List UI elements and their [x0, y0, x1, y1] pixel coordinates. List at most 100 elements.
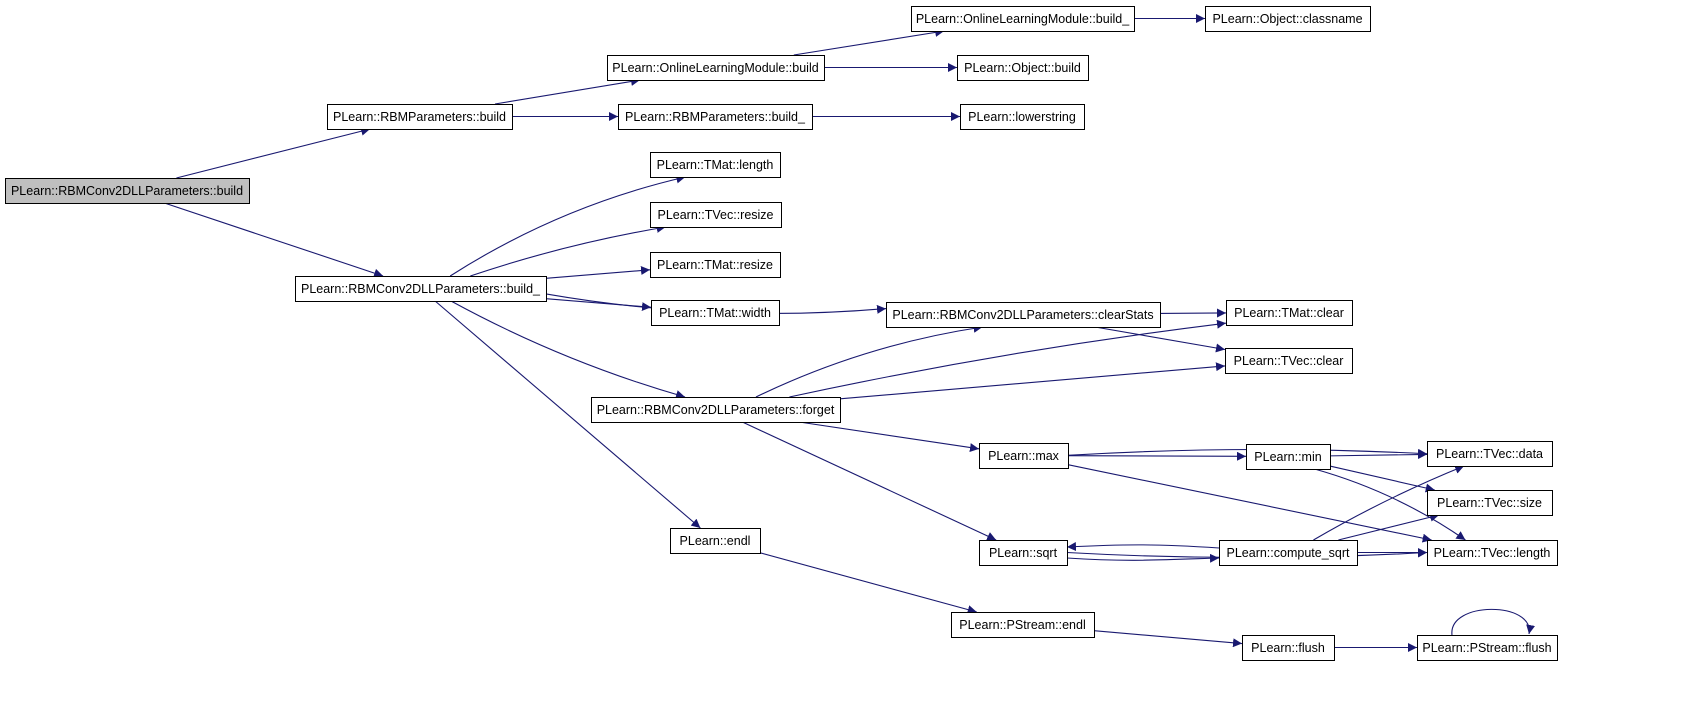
node-forget[interactable]: PLearn::RBMConv2DLLParameters::forget — [591, 397, 841, 423]
node-lowerstring[interactable]: PLearn::lowerstring — [960, 104, 1085, 130]
node-label: PLearn::TVec::clear — [1234, 354, 1344, 368]
edge-conv_build_-to-forget — [450, 300, 686, 399]
node-label: PLearn::min — [1254, 450, 1321, 464]
node-rbmp-build-[interactable]: PLearn::RBMParameters::build_ — [618, 104, 813, 130]
node-label: PLearn::compute_sqrt — [1227, 546, 1351, 560]
edge-clearstats-to-tvec_clear — [1095, 326, 1226, 353]
node-conv-build-[interactable]: PLearn::RBMConv2DLLParameters::build_ — [295, 276, 547, 302]
node-flush[interactable]: PLearn::flush — [1242, 635, 1335, 661]
edge-pstream_endl-to-flush — [1093, 630, 1243, 648]
edge-compute_sqrt-to-tvec_data — [1313, 465, 1465, 541]
node-label: PLearn::PStream::endl — [959, 618, 1085, 632]
node-olm-build-[interactable]: PLearn::OnlineLearningModule::build_ — [911, 6, 1135, 32]
node-min[interactable]: PLearn::min — [1246, 444, 1331, 470]
node-box[interactable] — [1246, 444, 1331, 470]
node-label: PLearn::OnlineLearningModule::build_ — [916, 12, 1130, 26]
edge-olm_build-to-olm_build_ — [793, 27, 945, 56]
node-tvec-data[interactable]: PLearn::TVec::data — [1427, 441, 1553, 467]
node-box[interactable] — [591, 397, 841, 423]
node-label: PLearn::Object::build — [964, 61, 1081, 75]
node-tmat-length[interactable]: PLearn::TMat::length — [650, 152, 781, 178]
node-box[interactable] — [295, 276, 547, 302]
node-label: PLearn::TVec::data — [1436, 447, 1543, 461]
edge-rbmp_build-to-olm_build — [494, 77, 641, 105]
node-label: PLearn::sqrt — [989, 546, 1058, 560]
node-label: PLearn::max — [988, 449, 1060, 463]
node-box[interactable] — [607, 55, 825, 81]
node-box[interactable] — [650, 202, 782, 228]
node-endl[interactable]: PLearn::endl — [670, 528, 761, 554]
edge-forget-to-max — [799, 421, 980, 452]
edge-sqrt-to-compute_sqrt — [1066, 553, 1220, 563]
node-label: PLearn::TMat::resize — [657, 258, 773, 272]
node-box[interactable] — [1242, 635, 1335, 661]
node-rbmp-build[interactable]: PLearn::RBMParameters::build — [327, 104, 513, 130]
node-root[interactable]: PLearn::RBMConv2DLLParameters::build — [5, 178, 250, 204]
node-label: PLearn::TVec::length — [1434, 546, 1551, 560]
node-box[interactable] — [327, 104, 513, 130]
node-box[interactable] — [979, 540, 1068, 566]
node-box[interactable] — [960, 104, 1085, 130]
node-label: PLearn::RBMConv2DLLParameters::clearStat… — [892, 308, 1153, 322]
node-box[interactable] — [1205, 6, 1371, 32]
node-label: PLearn::RBMParameters::build_ — [625, 110, 806, 124]
edge-compute_sqrt-to-tvec_size — [1338, 512, 1440, 541]
node-box[interactable] — [1427, 441, 1553, 467]
node-box[interactable] — [1427, 490, 1553, 516]
node-label: PLearn::flush — [1251, 641, 1325, 655]
node-label: PLearn::lowerstring — [968, 110, 1076, 124]
node-compute-sqrt[interactable]: PLearn::compute_sqrt — [1219, 540, 1358, 566]
edge-conv_build_-to-tmat_length — [449, 174, 686, 277]
edge-conv_build_-to-tmat_resize — [545, 266, 651, 279]
node-box[interactable] — [1427, 540, 1558, 566]
node-tvec-resize[interactable]: PLearn::TVec::resize — [650, 202, 782, 228]
node-box[interactable] — [618, 104, 813, 130]
node-label: PLearn::TVec::resize — [657, 208, 773, 222]
node-max[interactable]: PLearn::max — [979, 443, 1069, 469]
edge-forget-to-tmat_clear — [789, 319, 1227, 398]
node-label: PLearn::TVec::size — [1437, 496, 1542, 510]
node-label: PLearn::TMat::clear — [1234, 306, 1344, 320]
edge-compute_sqrt-to-sqrt — [1066, 542, 1220, 552]
node-sqrt[interactable]: PLearn::sqrt — [979, 540, 1068, 566]
node-box[interactable] — [1219, 540, 1358, 566]
edge-pstream_flush-to-pstream_flush — [1451, 608, 1536, 636]
node-pstream-endl[interactable]: PLearn::PStream::endl — [951, 612, 1095, 638]
node-tvec-length[interactable]: PLearn::TVec::length — [1427, 540, 1558, 566]
node-box[interactable] — [651, 300, 780, 326]
edge-conv_build_-to-endl — [434, 300, 701, 529]
edge-root-to-rbmp_build — [176, 126, 371, 179]
node-olm-build[interactable]: PLearn::OnlineLearningModule::build — [607, 55, 825, 81]
node-label: PLearn::RBMConv2DLLParameters::build — [11, 184, 243, 198]
node-box[interactable] — [886, 302, 1161, 328]
node-box[interactable] — [650, 152, 781, 178]
node-box[interactable] — [951, 612, 1095, 638]
node-box[interactable] — [1226, 300, 1353, 326]
edge-forget-to-tvec_clear — [839, 362, 1226, 400]
node-label: PLearn::RBMParameters::build — [333, 110, 506, 124]
node-obj-build[interactable]: PLearn::Object::build — [957, 55, 1089, 81]
node-box[interactable] — [5, 178, 250, 204]
node-obj-classname[interactable]: PLearn::Object::classname — [1205, 6, 1371, 32]
node-tvec-size[interactable]: PLearn::TVec::size — [1427, 490, 1553, 516]
node-box[interactable] — [670, 528, 761, 554]
edge-min-to-tvec_data — [1329, 450, 1428, 460]
node-box[interactable] — [650, 252, 781, 278]
edge-forget-to-sqrt — [742, 421, 997, 541]
node-clearstats[interactable]: PLearn::RBMConv2DLLParameters::clearStat… — [886, 302, 1161, 328]
node-pstream-flush[interactable]: PLearn::PStream::flush — [1417, 635, 1558, 661]
node-tvec-clear[interactable]: PLearn::TVec::clear — [1225, 348, 1353, 374]
node-tmat-width[interactable]: PLearn::TMat::width — [651, 300, 780, 326]
node-label: PLearn::TMat::length — [657, 158, 774, 172]
node-tmat-clear[interactable]: PLearn::TMat::clear — [1226, 300, 1353, 326]
node-label: PLearn::RBMConv2DLLParameters::build_ — [301, 282, 541, 296]
node-label: PLearn::PStream::flush — [1422, 641, 1551, 655]
node-tmat-resize[interactable]: PLearn::TMat::resize — [650, 252, 781, 278]
node-box[interactable] — [1417, 635, 1558, 661]
node-box[interactable] — [979, 443, 1069, 469]
node-box[interactable] — [1225, 348, 1353, 374]
node-label: PLearn::RBMConv2DLLParameters::forget — [597, 403, 835, 417]
node-box[interactable] — [911, 6, 1135, 32]
node-box[interactable] — [957, 55, 1089, 81]
